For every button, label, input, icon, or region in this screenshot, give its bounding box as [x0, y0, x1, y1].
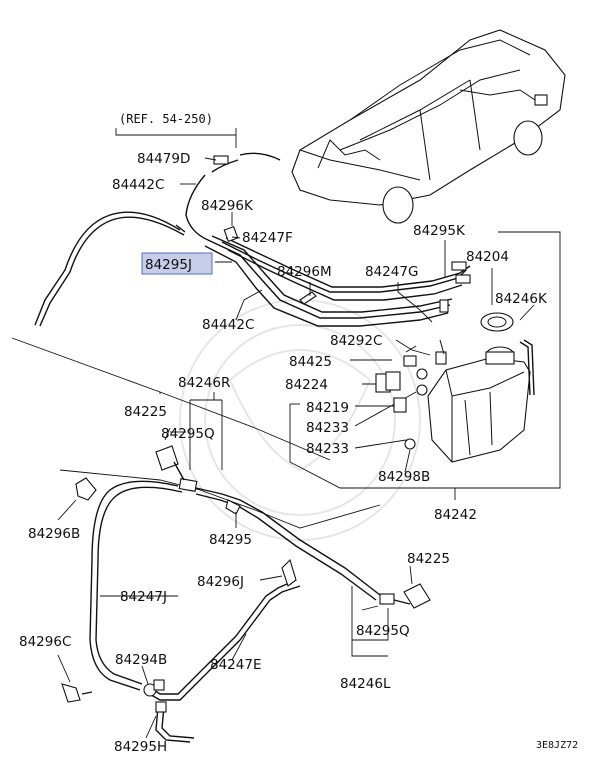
label-84294B[interactable]: 84294B: [115, 652, 167, 668]
label-84442C-top[interactable]: 84442C: [112, 177, 164, 193]
label-84298B[interactable]: 84298B: [378, 469, 430, 485]
label-84225-right[interactable]: 84225: [407, 551, 450, 567]
label-84246K[interactable]: 84246K: [495, 291, 548, 307]
label-84233-a[interactable]: 84233: [306, 420, 349, 436]
label-84242[interactable]: 84242: [434, 507, 477, 523]
label-84224[interactable]: 84224: [285, 377, 328, 393]
car-illustration: [291, 29, 566, 224]
label-84225-left[interactable]: 84225: [124, 404, 167, 420]
label-84296C[interactable]: 84296C: [19, 634, 71, 650]
label-84233-b[interactable]: 84233: [306, 441, 349, 457]
label-84295H[interactable]: 84295H: [114, 739, 167, 755]
lower-leaders: [57, 392, 413, 739]
label-84295K[interactable]: 84295K: [413, 223, 466, 239]
diagram-code: 3E8JZ72: [536, 740, 578, 751]
label-84479D[interactable]: 84479D: [137, 151, 190, 167]
label-84296K[interactable]: 84296K: [201, 198, 254, 214]
label-84247G[interactable]: 84247G: [365, 264, 418, 280]
upper-hose-assembly: [34, 152, 471, 327]
label-84292C[interactable]: 84292C: [330, 333, 382, 349]
label-84204[interactable]: 84204: [466, 249, 509, 265]
label-84295J[interactable]: 84295J: [145, 257, 192, 273]
watermark-emblem: [179, 299, 421, 541]
tank-assembly-box: [289, 231, 561, 500]
highlight-box: [141, 252, 213, 275]
label-84247J[interactable]: 84247J: [120, 589, 167, 605]
label-84425[interactable]: 84425: [289, 354, 332, 370]
reference-note: (REF. 54-250): [119, 112, 213, 126]
label-84219[interactable]: 84219: [306, 400, 349, 416]
label-84295Q-top[interactable]: 84295Q: [161, 426, 215, 442]
washer-tank-assembly: [375, 312, 535, 463]
label-84247E[interactable]: 84247E: [210, 657, 261, 673]
label-84442C-mid[interactable]: 84442C: [202, 317, 254, 333]
label-84296J[interactable]: 84296J: [197, 574, 244, 590]
label-84295[interactable]: 84295: [209, 532, 252, 548]
label-84246R[interactable]: 84246R: [178, 375, 230, 391]
label-84296M[interactable]: 84296M: [277, 264, 332, 280]
label-84246L[interactable]: 84246L: [340, 676, 391, 692]
lower-hose-assembly: [61, 399, 431, 743]
label-84247F[interactable]: 84247F: [242, 230, 293, 246]
callout-labels: 84479D 84442C 84296K 84247F 84295J 84296…: [19, 151, 548, 755]
label-84296B[interactable]: 84296B: [28, 526, 80, 542]
label-84295Q-bottom[interactable]: 84295Q: [356, 623, 410, 639]
